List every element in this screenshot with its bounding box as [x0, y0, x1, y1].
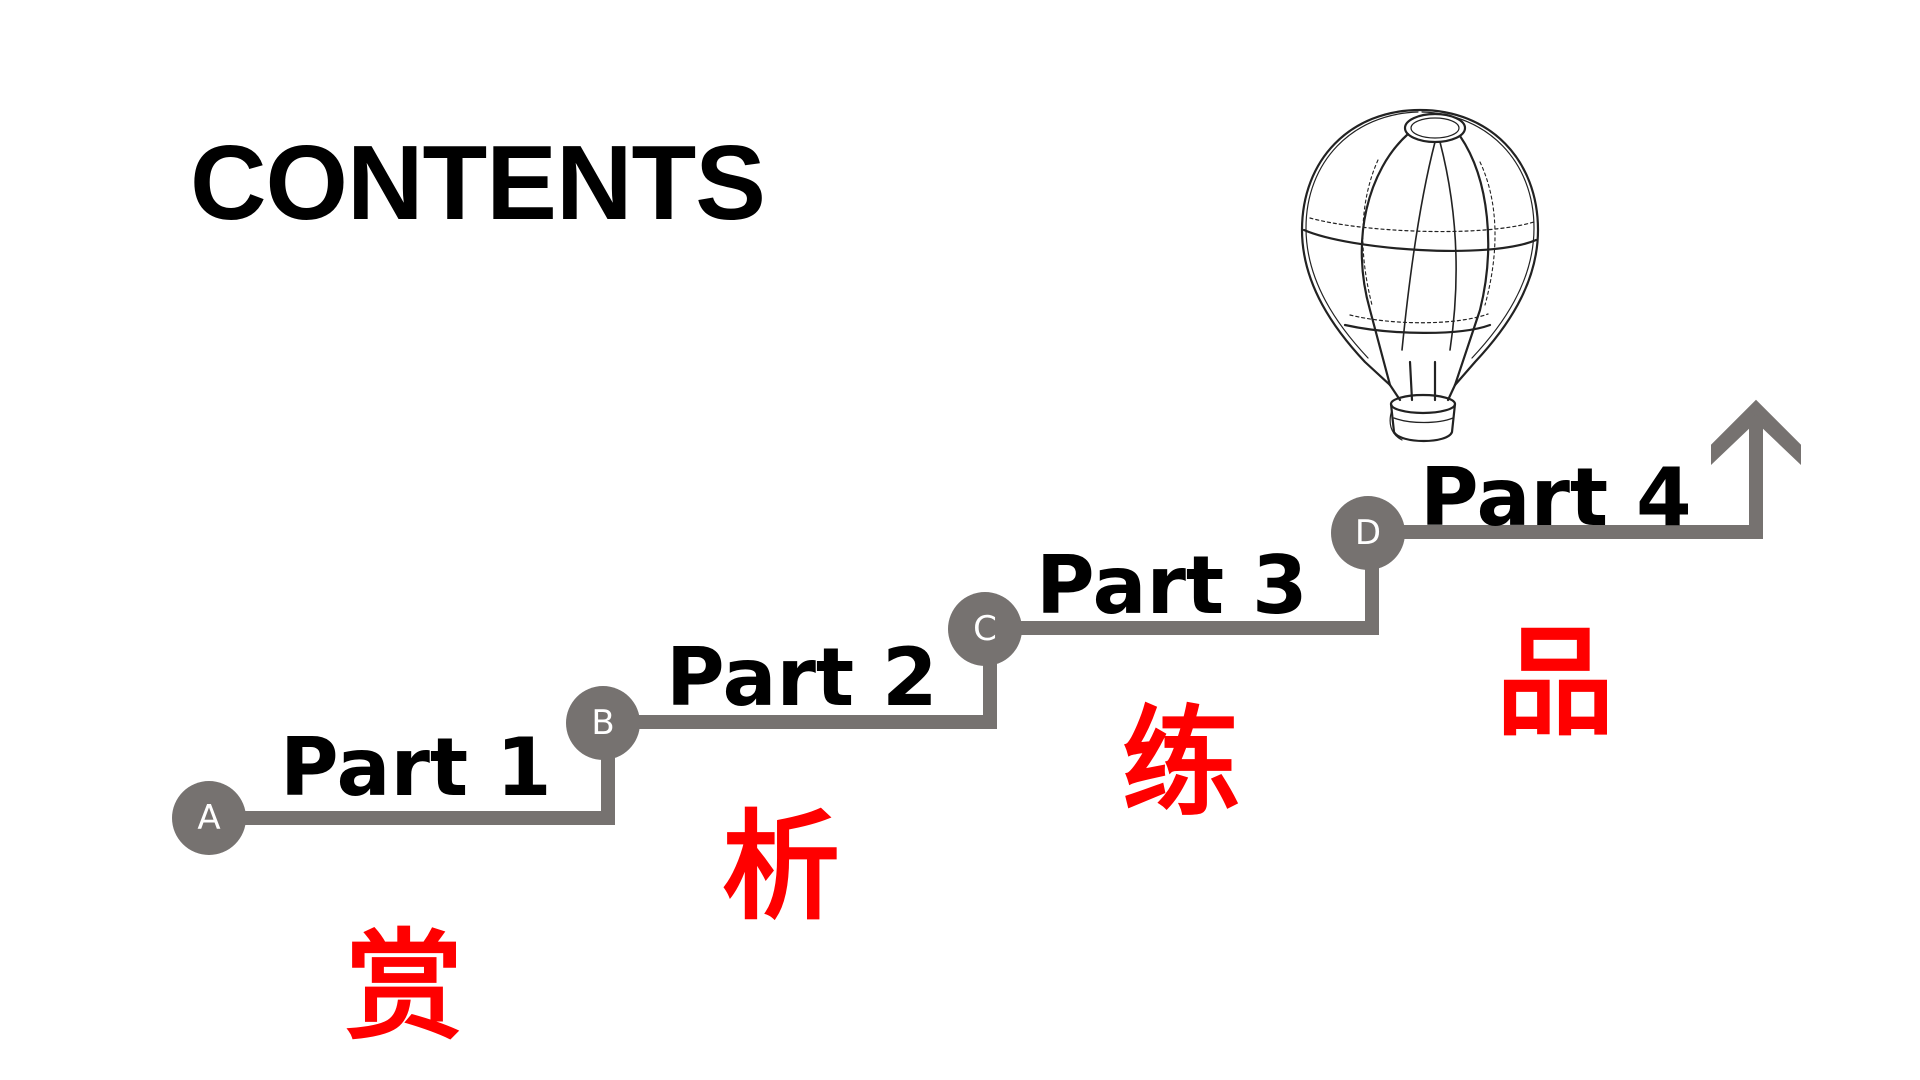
part-2-character: 析	[722, 798, 841, 936]
part-3-label: Part 3	[1036, 539, 1308, 632]
part-2-label: Part 2	[666, 631, 938, 724]
part-1-label: Part 1	[280, 721, 552, 814]
slide-title: CONTENTS	[190, 124, 766, 242]
part-4-character: 品	[1496, 614, 1615, 752]
step-node-b: B	[566, 686, 640, 760]
part-3-character: 练	[1122, 694, 1241, 832]
step-node-d: D	[1331, 496, 1405, 570]
part-4-label: Part 4	[1420, 451, 1692, 544]
hot-air-balloon-sketch-icon	[1300, 108, 1540, 442]
step-node-a: A	[172, 781, 246, 855]
step-node-c: C	[948, 592, 1022, 666]
arrow-up-icon	[1711, 399, 1801, 465]
part-1-character: 赏	[345, 918, 464, 1056]
